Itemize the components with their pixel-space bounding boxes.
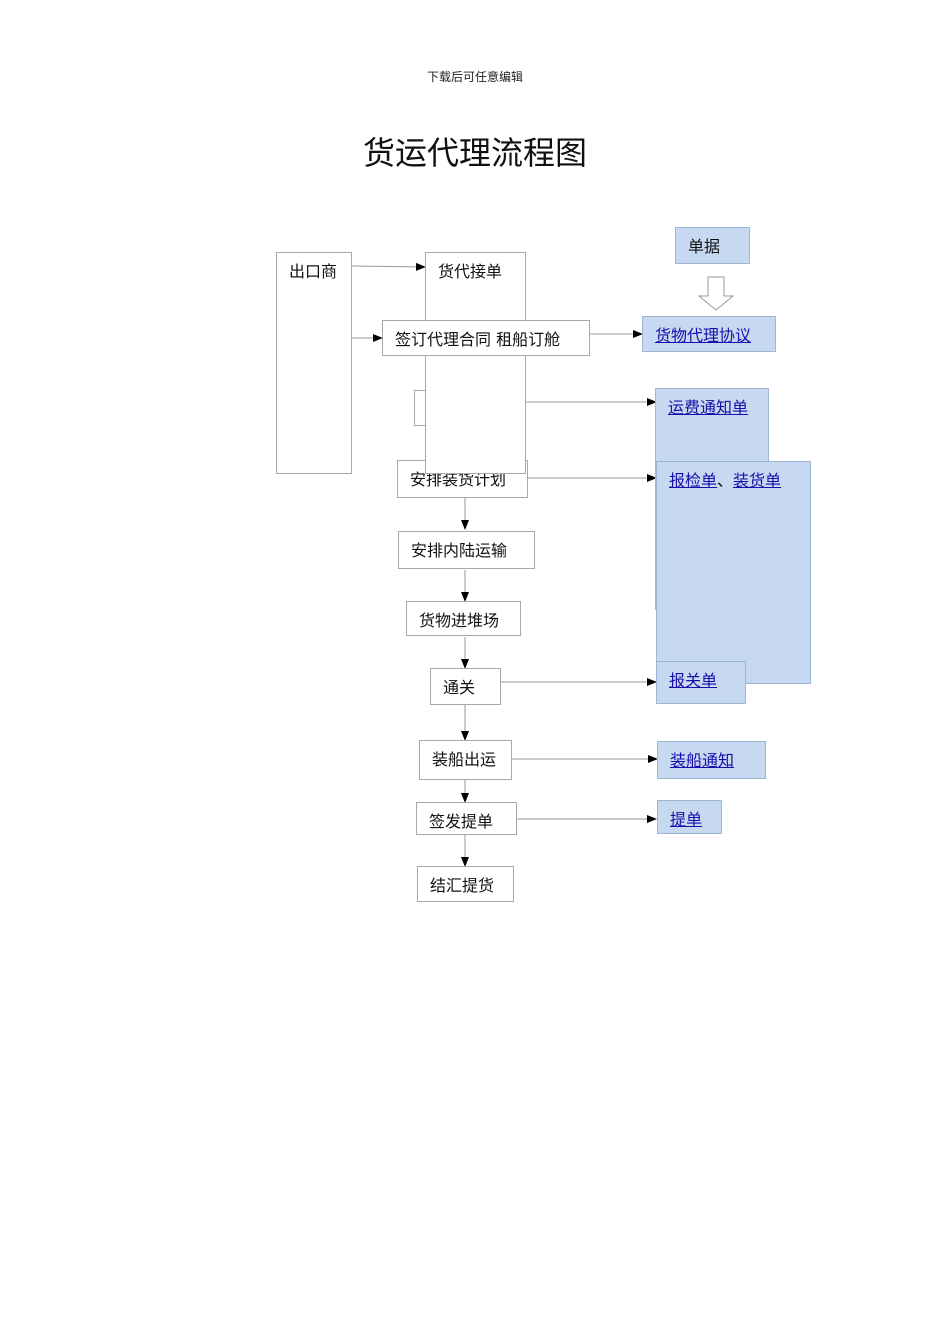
exporter-label: 出口商 bbox=[289, 262, 338, 281]
bill-of-lading-box: 提单 bbox=[657, 800, 722, 834]
settlement-label: 结汇提货 bbox=[430, 876, 495, 895]
yard-box: 货物进堆场 bbox=[406, 601, 521, 636]
shipping-notice-box: 装船通知 bbox=[657, 741, 766, 779]
arrow-exporter-to-agent bbox=[351, 262, 426, 271]
customs-label: 通关 bbox=[443, 678, 476, 697]
shipping-box: 装船出运 bbox=[419, 740, 512, 780]
inspection-form-link[interactable]: 报检单 bbox=[669, 471, 718, 490]
agent-order-box: 货代接单 bbox=[425, 252, 526, 474]
shipping-order-link[interactable]: 装货单 bbox=[733, 471, 782, 490]
sign-contract-box: 签订代理合同 租船订舱 bbox=[382, 320, 590, 356]
documents-label-box: 单据 bbox=[675, 227, 750, 264]
sign-contract-label: 签订代理合同 租船订舱 bbox=[395, 330, 561, 349]
inland-transport-box: 安排内陆运输 bbox=[398, 531, 535, 569]
agency-agreement-link[interactable]: 货物代理协议 bbox=[655, 326, 752, 345]
loading-plan-label: 安排装货计划 bbox=[410, 470, 507, 489]
exporter-box: 出口商 bbox=[276, 252, 352, 474]
issue-bl-label: 签发提单 bbox=[429, 812, 494, 831]
page-title: 货运代理流程图 bbox=[362, 134, 587, 172]
inland-transport-label: 安排内陆运输 bbox=[411, 541, 508, 560]
documents-label: 单据 bbox=[688, 237, 721, 256]
yard-label: 货物进堆场 bbox=[419, 611, 500, 630]
freight-notice-link[interactable]: 运费通知单 bbox=[668, 398, 749, 417]
customs-box: 通关 bbox=[430, 668, 501, 705]
settlement-box: 结汇提货 bbox=[417, 866, 514, 902]
bill-of-lading-link[interactable]: 提单 bbox=[670, 810, 703, 829]
header-note: 下载后可任意编辑 bbox=[426, 70, 523, 84]
shipping-label: 装船出运 bbox=[432, 750, 497, 769]
customs-declaration-box: 报关单 bbox=[656, 661, 746, 704]
hollow-down-arrow-icon bbox=[697, 276, 735, 311]
agency-agreement-box: 货物代理协议 bbox=[642, 316, 776, 352]
issue-bl-box: 签发提单 bbox=[416, 802, 517, 835]
agent-order-label: 货代接单 bbox=[438, 262, 503, 281]
shipping-notice-link[interactable]: 装船通知 bbox=[670, 751, 735, 770]
separator: 、 bbox=[717, 471, 734, 490]
inspection-box: 报检单、装货单 bbox=[656, 461, 811, 684]
customs-declaration-link[interactable]: 报关单 bbox=[669, 671, 718, 690]
